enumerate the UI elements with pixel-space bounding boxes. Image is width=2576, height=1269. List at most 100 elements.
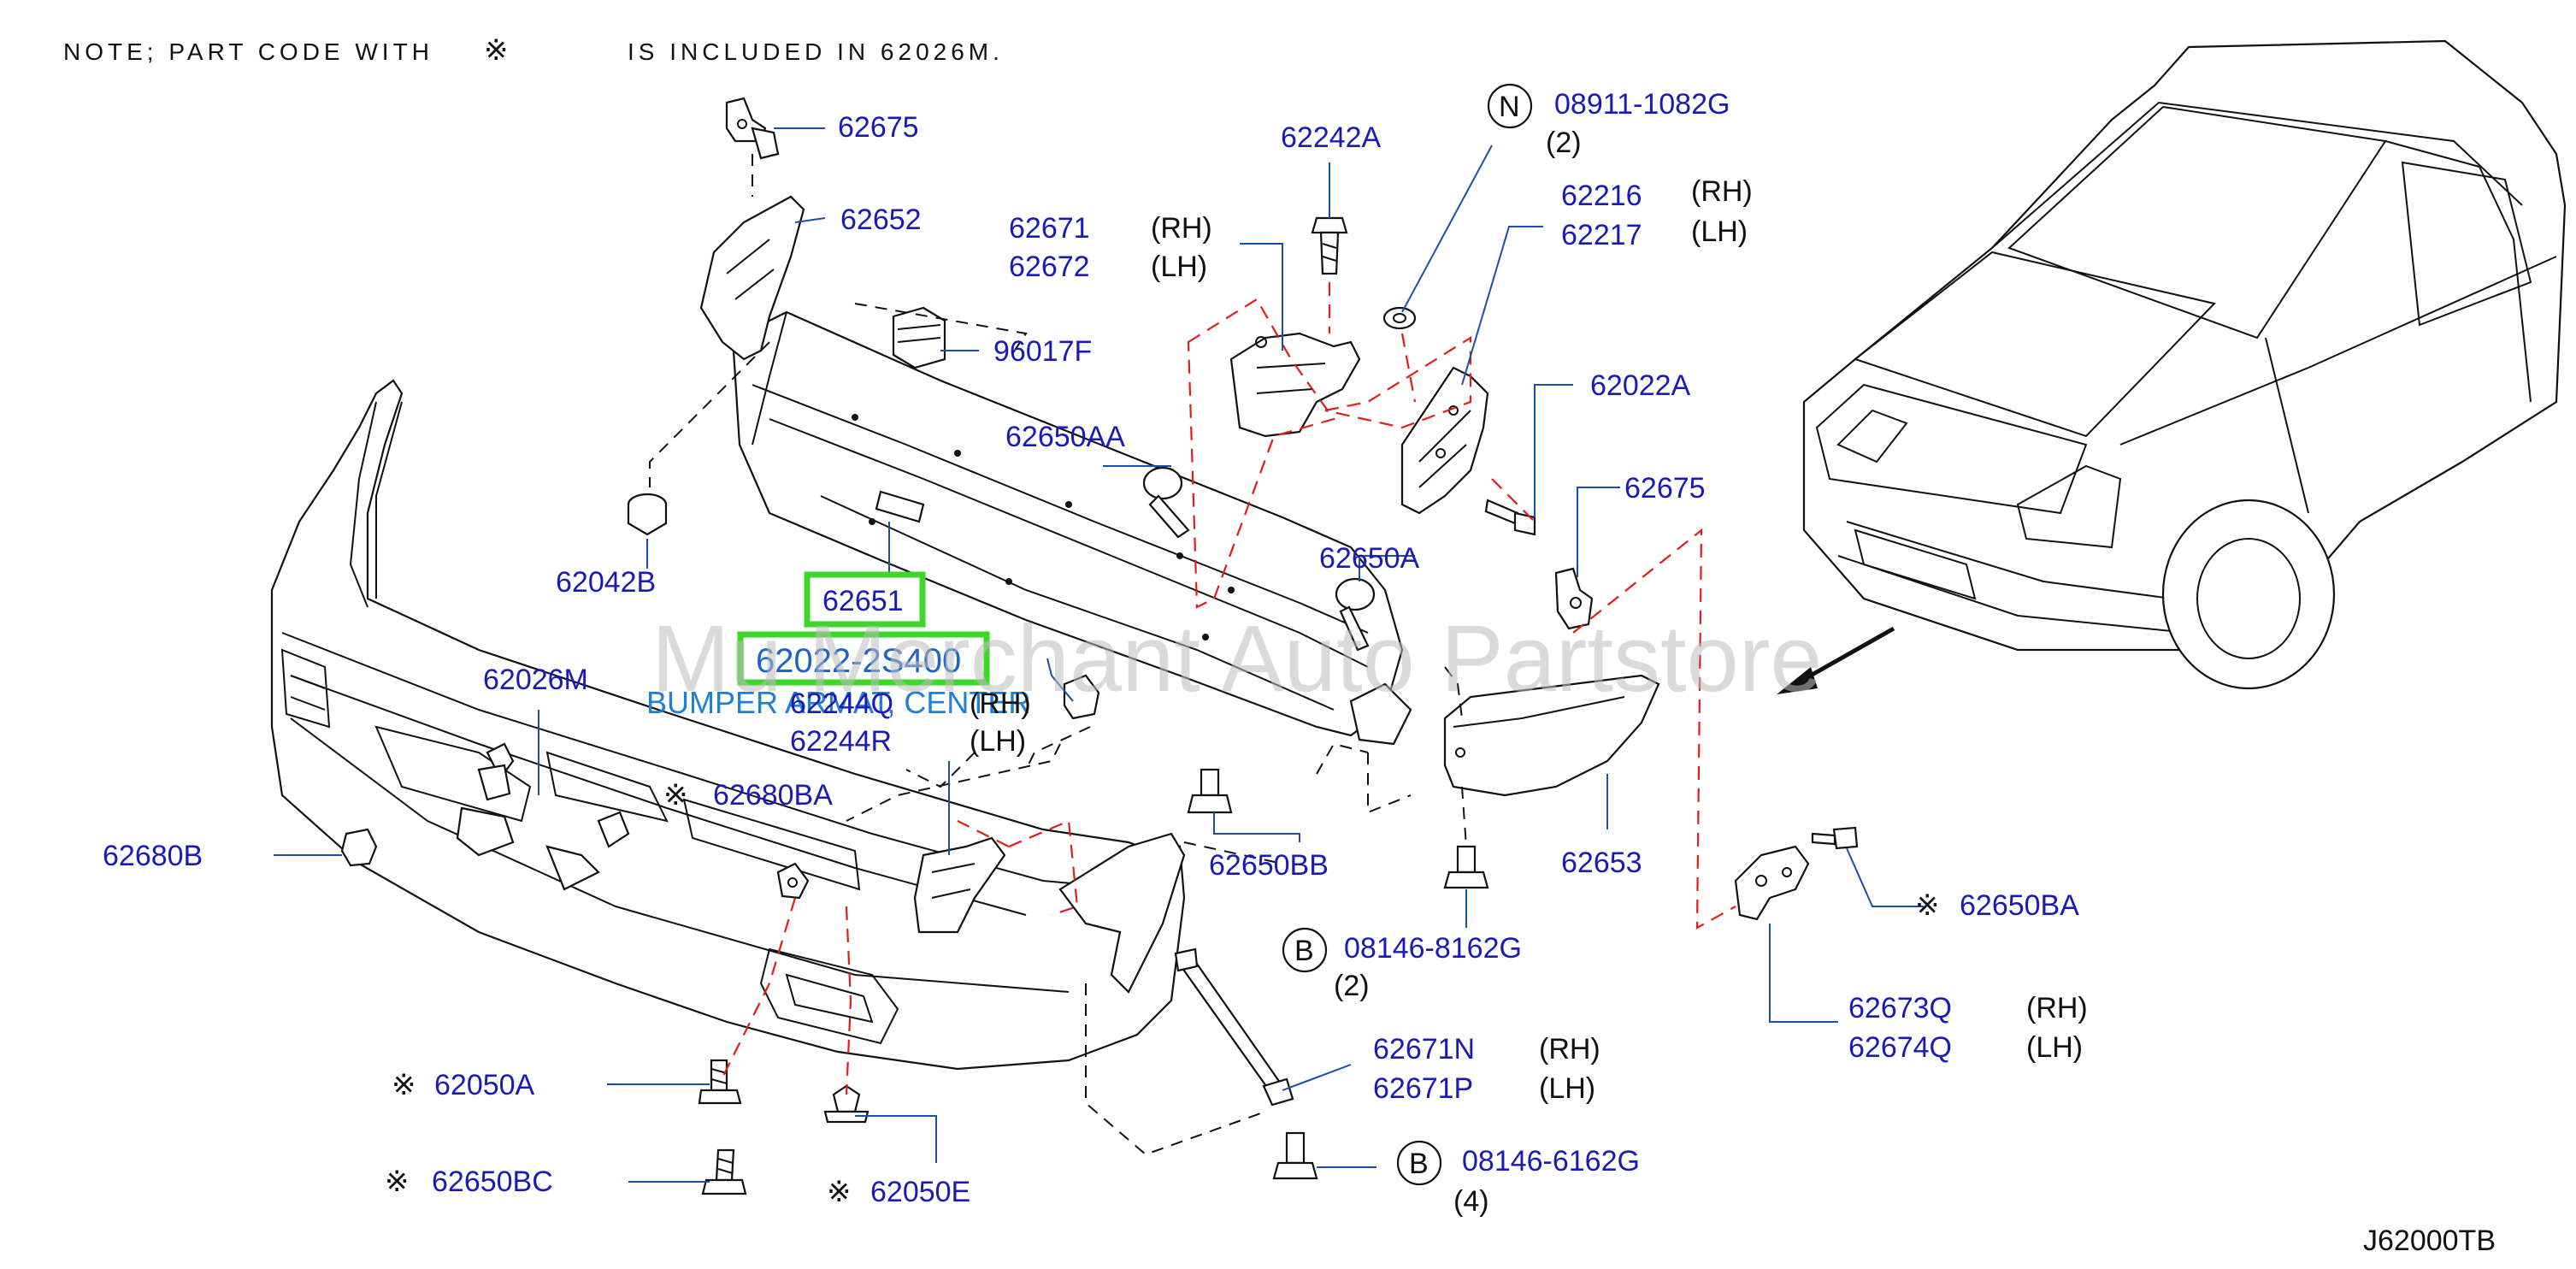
leader-lines (274, 127, 1924, 1183)
label-62653[interactable]: 62653 (1561, 847, 1642, 879)
left-side-bracket (699, 97, 805, 361)
side-62244r: (LH) (970, 725, 1026, 758)
asterisk-62050a: ※ (392, 1069, 416, 1101)
bolt-62650ba-part (1811, 826, 1859, 850)
label-62042b[interactable]: 62042B (556, 566, 656, 599)
side-62244q: (RH) (970, 688, 1031, 720)
label-62244r[interactable]: 62244R (790, 725, 892, 758)
highlight-62651-bg (807, 575, 923, 624)
label-62675-top[interactable]: 62675 (838, 111, 919, 144)
label-62650ba[interactable]: 62650BA (1960, 889, 2079, 922)
label-62652[interactable]: 62652 (840, 204, 922, 236)
bracket-62673q-part (1734, 845, 1810, 921)
bumper-armature (732, 310, 1412, 746)
highlight-selected-bg (740, 634, 987, 682)
nut-62042b-part (627, 493, 668, 536)
label-62650a[interactable]: 62650A (1319, 542, 1420, 575)
bolt-8162g-part (1443, 845, 1489, 889)
rivet-62050e-part (823, 1084, 869, 1124)
side-62671n: (RH) (1539, 1033, 1600, 1065)
label-62651[interactable]: 62651 (822, 585, 904, 617)
label-62242a[interactable]: 62242A (1281, 121, 1382, 154)
side-62673q: (RH) (2026, 992, 2088, 1024)
qty-6162g: (4) (1453, 1185, 1489, 1218)
label-08146-6162g[interactable]: 08146-6162G (1462, 1145, 1640, 1178)
screw-62650aa-part (1142, 466, 1190, 539)
circle-letter-n: N (1499, 91, 1520, 123)
side-62217: (LH) (1691, 215, 1748, 248)
label-96017f[interactable]: 96017F (993, 335, 1092, 368)
circle-n-icon (1487, 83, 1533, 129)
part-labels: 62675 62652 96017F 62042B 62651 62022-2S… (103, 83, 2496, 1257)
label-62650aa[interactable]: 62650AA (1005, 421, 1125, 453)
label-08146-8162g[interactable]: 08146-8162G (1344, 932, 1522, 965)
label-62022a[interactable]: 62022A (1590, 369, 1691, 402)
bolt-62242a-part (1311, 216, 1348, 275)
circle-letter-b1: B (1294, 935, 1314, 967)
screw-62050a-part (698, 1059, 742, 1105)
circle-letter-b2: B (1409, 1148, 1429, 1180)
note-line: NOTE; PART CODE WITH ※ IS INCLUDED IN 62… (63, 34, 1004, 67)
assembly-lines (649, 154, 1467, 1156)
bracket-62671-part (1229, 332, 1361, 438)
qty-8162g: (2) (1334, 970, 1370, 1002)
side-62671: (RH) (1151, 212, 1212, 245)
label-62026m[interactable]: 62026M (483, 664, 588, 696)
clip-62680b-part (340, 828, 378, 867)
clip-62244-part (1063, 674, 1100, 720)
bolt-62022a-part (1484, 499, 1536, 536)
note-asterisk: ※ (484, 34, 509, 67)
bolt-62650bb-part (1187, 768, 1233, 814)
note-suffix: IS INCLUDED IN 62026M. (628, 38, 1004, 65)
label-62671p[interactable]: 62671P (1373, 1072, 1473, 1105)
clip-96017f-part (892, 306, 946, 369)
label-62675-right[interactable]: 62675 (1624, 472, 1706, 505)
label-62674q[interactable]: 62674Q (1848, 1031, 1952, 1064)
nut-08911-part (1382, 306, 1417, 330)
asterisk-62650ba: ※ (1915, 889, 1940, 922)
diagram-code: J62000TB (2363, 1225, 2496, 1257)
screw-62650a-part (1335, 577, 1376, 652)
red-assembly-lines (722, 282, 1736, 1095)
circle-b-icon (1282, 927, 1328, 973)
circle-b2-icon (1396, 1140, 1442, 1186)
side-62671p: (LH) (1539, 1072, 1595, 1105)
side-62672: (LH) (1151, 251, 1207, 283)
label-62244q[interactable]: 62244Q (790, 688, 893, 720)
rod-62671n-part (1174, 947, 1294, 1107)
label-08911[interactable]: 08911-1082G (1554, 88, 1730, 121)
clip-62680ba-part (776, 862, 810, 900)
note-prefix: NOTE; PART CODE WITH (63, 38, 433, 65)
label-62050a[interactable]: 62050A (434, 1069, 535, 1101)
bolt-6162g-part (1272, 1131, 1318, 1180)
highlight-62651-box (804, 571, 926, 628)
watermark: Mu Merchant Auto Partstore (651, 606, 1823, 711)
side-62674q: (LH) (2026, 1031, 2083, 1064)
asterisk-62050e: ※ (827, 1176, 852, 1208)
label-62650bb[interactable]: 62650BB (1209, 849, 1329, 882)
side-62216: (RH) (1691, 175, 1753, 208)
highlight-selected-box (737, 631, 990, 686)
asterisk-62650bc: ※ (385, 1166, 410, 1198)
label-62671n[interactable]: 62671N (1373, 1033, 1475, 1065)
label-selected-part[interactable]: 62022-2S400 (756, 642, 961, 680)
qty-08911: (2) (1546, 127, 1582, 159)
stay-62216-part (1400, 366, 1489, 515)
clip-62675-right-part (1554, 567, 1594, 630)
selected-part-description: BUMPER ARMAT, CENTER (646, 685, 1030, 720)
corner-62653-part (1443, 674, 1660, 797)
vehicle-illustration (1777, 39, 2567, 694)
label-62050e[interactable]: 62050E (870, 1176, 970, 1208)
label-62680b[interactable]: 62680B (103, 840, 203, 872)
label-62650bc[interactable]: 62650BC (432, 1166, 553, 1198)
label-62672[interactable]: 62672 (1009, 251, 1090, 283)
label-62673q[interactable]: 62673Q (1848, 992, 1952, 1024)
label-62217[interactable]: 62217 (1561, 219, 1642, 251)
label-62680ba[interactable]: 62680BA (713, 779, 833, 812)
label-62671[interactable]: 62671 (1009, 212, 1090, 245)
screw-62650bc-part (701, 1148, 747, 1195)
asterisk-62680ba: ※ (663, 779, 688, 812)
lower-bracket-part (913, 836, 1006, 934)
label-62216[interactable]: 62216 (1561, 180, 1642, 212)
